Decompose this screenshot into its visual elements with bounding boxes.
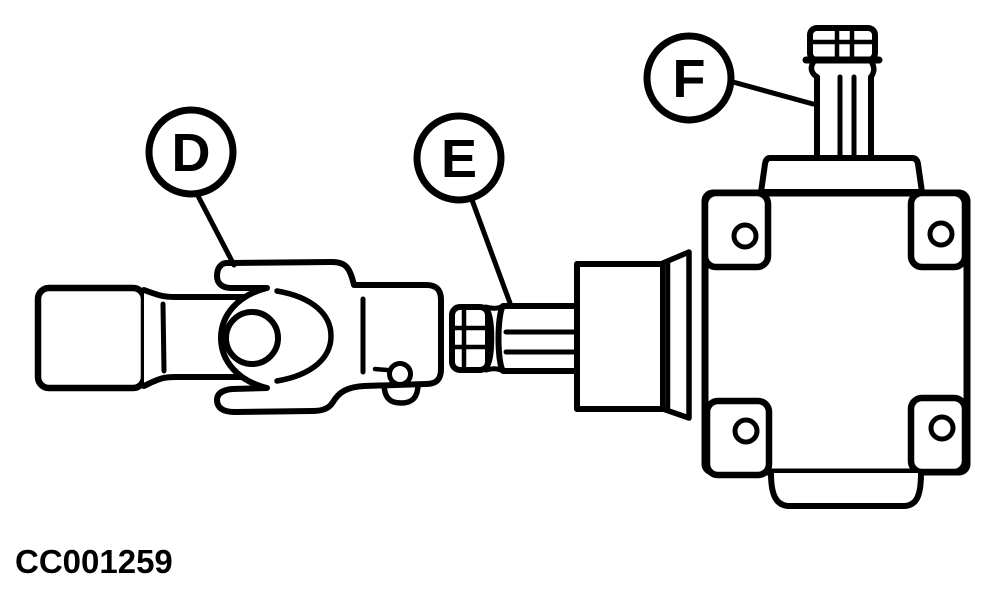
callout-E-label: E: [441, 129, 477, 189]
bottom-flange: [768, 470, 924, 509]
drive-shaft-end-block: [34, 284, 148, 392]
callout-D: D: [145, 106, 237, 198]
bolt-hole-top-right: [927, 220, 955, 248]
universal-joint-yoke: [214, 259, 444, 415]
bolt-hole-bottom-right: [928, 414, 956, 442]
leader-line-E: [469, 197, 513, 306]
clamp-slit-line: [372, 366, 390, 373]
callout-F-circle: [643, 32, 735, 124]
callout-F: F: [643, 32, 735, 124]
clamp-bolt-hole: [387, 361, 413, 387]
top-boss: [758, 155, 925, 195]
splined-shaft: [449, 303, 580, 374]
callout-E-circle: [413, 112, 505, 204]
leader-line-F: [730, 79, 816, 107]
gearbox: [574, 25, 971, 509]
leader-lines: [194, 79, 816, 306]
shaft-hub: [574, 261, 666, 412]
spline-tip: [449, 304, 491, 373]
spline-body: [495, 303, 580, 374]
tube-groove-line: [160, 301, 167, 374]
callout-E: E: [413, 112, 505, 204]
figure-caption: CC001259: [15, 543, 173, 580]
input-shaft-neck-right: [868, 60, 877, 80]
callout-D-label: D: [172, 123, 211, 183]
yoke-slot-arc: [274, 288, 334, 384]
bolt-hole-bottom-left: [732, 417, 760, 445]
leader-line-D: [194, 191, 237, 268]
input-shaft: [802, 25, 883, 165]
bearing-cup: [223, 309, 281, 367]
callout-F-label: F: [673, 49, 706, 109]
input-shaft-neck-left: [808, 60, 820, 80]
spline-neck-left: [485, 308, 495, 368]
bolt-hole-top-left: [731, 222, 759, 250]
callout-D-circle: [145, 106, 237, 198]
